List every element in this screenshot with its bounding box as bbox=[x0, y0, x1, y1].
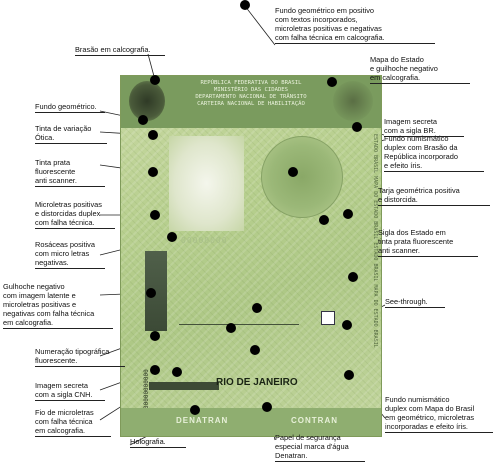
marker-dot bbox=[352, 122, 362, 132]
cnh-document: REPÚBLICA FEDERATIVA DO BRASIL MINISTÉRI… bbox=[120, 75, 382, 437]
marker-dot bbox=[262, 402, 272, 412]
label-holografia: Holografia. bbox=[130, 437, 186, 448]
marker-dot bbox=[150, 210, 160, 220]
label-guilhoche-negativo: Gulhoche negativo com imagem latente e m… bbox=[3, 282, 113, 329]
state-name: RIO DE JANEIRO bbox=[216, 377, 298, 388]
label-tarja-geometrica: Tarja geométrica positiva e distorcida. bbox=[378, 186, 490, 206]
marker-dot bbox=[327, 77, 337, 87]
label-papel-seguranca: Papel de segurança especial marca d'água… bbox=[275, 433, 365, 462]
label-brasao: Brasão em calcografia. bbox=[75, 45, 165, 56]
label-tinta-variacao: Tinta de variação Ótica. bbox=[35, 124, 107, 144]
marker-dot bbox=[348, 272, 358, 282]
marker-dot bbox=[240, 0, 250, 10]
marker-dot bbox=[342, 320, 352, 330]
marker-dot bbox=[190, 405, 200, 415]
label-microletras-duplex: Microletras positivas e distorcidas dupl… bbox=[35, 200, 115, 229]
republic-seal-icon bbox=[261, 136, 343, 218]
label-see-through: See-through. bbox=[385, 297, 445, 308]
document-footer: DENATRAN CONTRAN bbox=[121, 408, 381, 436]
footer-contran: CONTRAN bbox=[291, 416, 338, 425]
footer-denatran: DENATRAN bbox=[176, 416, 229, 425]
document-header-text: REPÚBLICA FEDERATIVA DO BRASIL MINISTÉRI… bbox=[195, 80, 307, 107]
state-map-icon bbox=[333, 81, 373, 121]
document-zeros: 00000000 bbox=[181, 236, 228, 245]
label-imagem-secreta-cnh: Imagem secreta com a sigla CNH. bbox=[35, 381, 105, 401]
label-fundo-numismatico-mapa: Fundo numismático duplex com Mapa do Bra… bbox=[385, 395, 493, 433]
label-numeracao: Numeração tipográfica fluorescente. bbox=[35, 347, 125, 367]
see-through-icon bbox=[321, 311, 335, 325]
label-imagem-secreta-br: Imagem secreta com a sigla BR. bbox=[384, 117, 464, 137]
signature-line bbox=[179, 324, 299, 325]
label-fundo-geometrico: Fundo geométrico. bbox=[35, 102, 105, 113]
marker-dot bbox=[138, 115, 148, 125]
document-header: REPÚBLICA FEDERATIVA DO BRASIL MINISTÉRI… bbox=[121, 76, 381, 128]
label-fundo-geometrico-positivo: Fundo geométrico em positivo com textos … bbox=[275, 6, 435, 44]
marker-dot bbox=[172, 367, 182, 377]
coat-of-arms-icon bbox=[129, 81, 165, 121]
marker-dot bbox=[150, 75, 160, 85]
marker-dot bbox=[167, 232, 177, 242]
label-rosaceas: Rosáceas positiva com micro letras negat… bbox=[35, 240, 105, 269]
marker-dot bbox=[343, 209, 353, 219]
marker-dot bbox=[146, 288, 156, 298]
marker-dot bbox=[150, 331, 160, 341]
marker-dot bbox=[148, 167, 158, 177]
photo-area bbox=[169, 136, 244, 231]
marker-dot bbox=[226, 323, 236, 333]
side-microtext: ESTADO BRASIL MAPA DO ESTADO BRASIL ESTA… bbox=[372, 134, 378, 348]
microtext-thread bbox=[149, 382, 219, 390]
latent-image-block bbox=[145, 251, 167, 331]
label-sigla-estado: Sigla dos Estado em tinta prata fluoresc… bbox=[378, 228, 478, 257]
label-mapa-estado: Mapa do Estado e guilhoche negativo em c… bbox=[370, 55, 470, 84]
marker-dot bbox=[319, 215, 329, 225]
marker-dot bbox=[288, 167, 298, 177]
marker-dot bbox=[148, 130, 158, 140]
marker-dot bbox=[250, 345, 260, 355]
marker-dot bbox=[252, 303, 262, 313]
label-fio-microletras: Fio de microletras com falha técnica em … bbox=[35, 408, 111, 437]
label-fundo-numismatico-duplex: Fundo numismático duplex com Brasão da R… bbox=[384, 134, 484, 172]
marker-dot bbox=[150, 365, 160, 375]
label-tinta-prata: Tinta prata fluorescente anti scanner. bbox=[35, 158, 105, 187]
marker-dot bbox=[344, 370, 354, 380]
